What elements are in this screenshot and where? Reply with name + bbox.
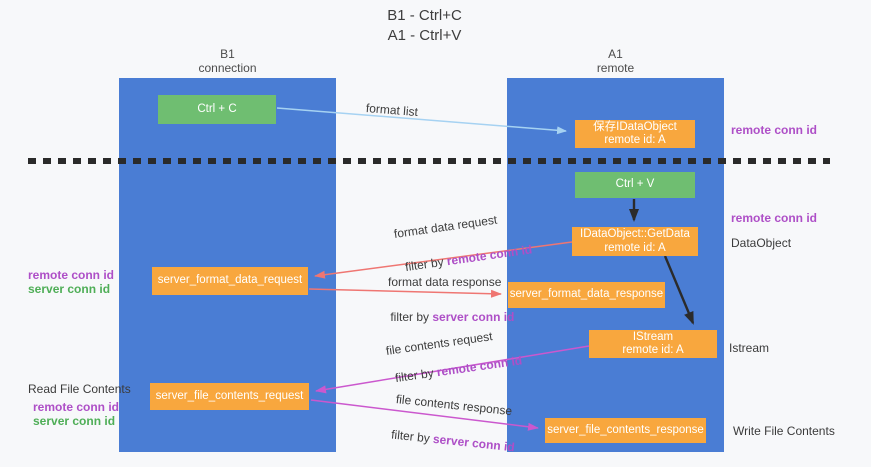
label-remote-conn-id-bottom-left: remote conn id bbox=[33, 400, 120, 414]
label-dataobject: DataObject bbox=[731, 236, 792, 250]
node-ctrl-c: Ctrl + C bbox=[158, 95, 276, 124]
label-server-conn-id-mid-left: server conn id bbox=[28, 282, 111, 296]
label-format-list: format list bbox=[365, 101, 419, 120]
filter-key-server-conn-id: server conn id bbox=[432, 431, 516, 455]
label-remote-conn-id-mid-right: remote conn id bbox=[731, 211, 818, 225]
label-file-contents-response-filter: filter by server conn id bbox=[376, 412, 517, 467]
filter-key-remote-conn-id: remote conn id bbox=[435, 353, 523, 380]
node-istream-line1: IStream bbox=[632, 330, 674, 343]
filter-prefix: filter by bbox=[390, 310, 433, 324]
node-idataobject-getdata: IDataObject::GetData remote id: A bbox=[572, 227, 698, 256]
arrow-format-data-response bbox=[308, 288, 502, 298]
diagram-title: B1 - Ctrl+C A1 - Ctrl+V bbox=[0, 6, 849, 46]
node-server-format-data-request: server_format_data_request bbox=[152, 267, 308, 295]
label-format-data-response: format data response bbox=[388, 275, 502, 289]
node-file-request-label: server_file_contents_request bbox=[155, 389, 304, 402]
node-istream: IStream remote id: A bbox=[589, 330, 717, 358]
lifeline-right-sub: remote bbox=[596, 61, 635, 75]
node-ctrl-v: Ctrl + V bbox=[575, 172, 695, 198]
lifeline-right-header: A1 remote bbox=[507, 47, 724, 75]
lifeline-left-name: B1 bbox=[220, 47, 235, 61]
node-server-file-contents-response: server_file_contents_response bbox=[545, 418, 706, 443]
lifeline-right-name: A1 bbox=[608, 47, 623, 61]
node-save-idataobject: 保存IDataObject remote id: A bbox=[575, 120, 695, 148]
node-server-file-contents-request: server_file_contents_request bbox=[150, 383, 309, 410]
node-ctrl-v-label: Ctrl + V bbox=[615, 178, 655, 191]
label-format-data-response-filter: filter by server conn id bbox=[377, 296, 514, 338]
node-save-idataobject-line2: remote id: A bbox=[604, 134, 666, 146]
label-istream: Istream bbox=[729, 341, 770, 355]
label-remote-conn-id-top-right: remote conn id bbox=[731, 123, 818, 137]
node-server-format-data-response: server_format_data_response bbox=[508, 282, 665, 308]
filter-key-server-conn-id: server conn id bbox=[432, 310, 515, 324]
filter-prefix: filter by bbox=[394, 365, 438, 386]
node-file-response-label: server_file_contents_response bbox=[547, 423, 704, 436]
node-getdata-line1: IDataObject::GetData bbox=[580, 228, 690, 240]
lifeline-left-sub: connection bbox=[198, 61, 257, 75]
title-line-2: A1 - Ctrl+V bbox=[387, 27, 462, 44]
node-save-idataobject-line1: 保存IDataObject bbox=[593, 120, 677, 133]
lifeline-left-header: B1 connection bbox=[119, 47, 336, 75]
label-file-contents-response: file contents response bbox=[395, 392, 513, 419]
label-server-conn-id-bottom-left: server conn id bbox=[33, 414, 116, 428]
node-format-response-label: server_format_data_response bbox=[509, 288, 664, 301]
label-remote-conn-id-mid-left: remote conn id bbox=[28, 268, 115, 282]
node-istream-line2: remote id: A bbox=[622, 344, 684, 356]
label-read-file-contents: Read File Contents bbox=[28, 382, 131, 396]
node-getdata-line2: remote id: A bbox=[604, 241, 666, 254]
title-line-1: B1 - Ctrl+C bbox=[387, 7, 462, 24]
node-ctrl-c-label: Ctrl + C bbox=[197, 102, 237, 115]
filter-prefix: filter by bbox=[404, 254, 448, 275]
filter-key-remote-conn-id: remote conn id bbox=[445, 242, 533, 269]
node-format-request-label: server_format_data_request bbox=[157, 274, 303, 287]
filter-prefix: filter by bbox=[390, 427, 434, 446]
label-write-file-contents: Write File Contents bbox=[733, 424, 835, 438]
